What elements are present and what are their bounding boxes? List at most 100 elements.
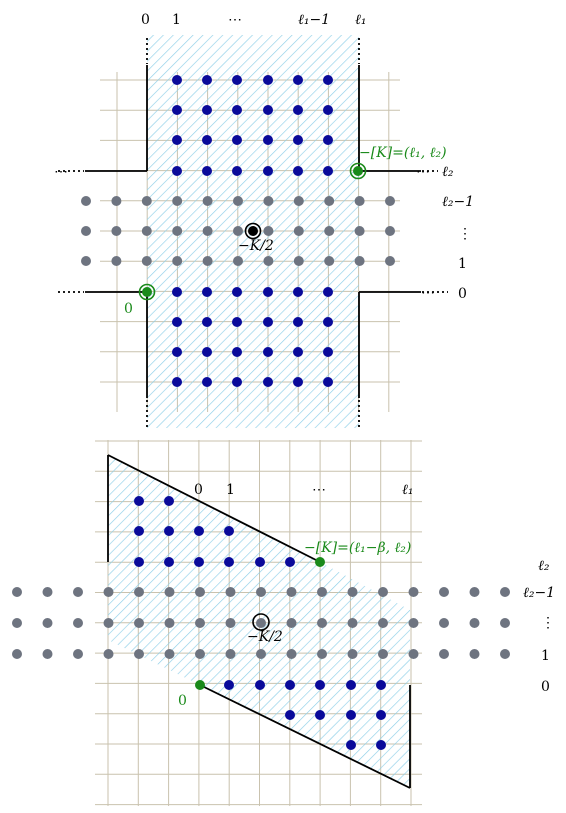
blue-lattice-point: [255, 557, 265, 567]
blue-lattice-point: [323, 135, 333, 145]
blue-lattice-point: [346, 740, 356, 750]
gray-lattice-point: [439, 587, 449, 597]
gray-lattice-point: [134, 649, 144, 659]
bottom-row-label-vdots: ⋮: [541, 615, 555, 631]
gray-lattice-point: [469, 649, 480, 659]
gray-lattice-point: [408, 649, 419, 659]
gray-lattice-point: [42, 649, 53, 659]
gray-lattice-point: [256, 587, 266, 597]
gray-lattice-point: [408, 618, 419, 628]
top-labels: 0 1 ⋯ ℓ₁−1 ℓ₁ −[K]=(ℓ₁, ℓ₂) ⋯ ℓ₂ ℓ₂−1 ⋮ …: [54, 12, 474, 317]
gray-lattice-point: [202, 256, 213, 266]
blue-lattice-point: [202, 135, 212, 145]
bottom-row-label-1: 1: [541, 648, 550, 664]
blue-lattice-point: [315, 680, 325, 690]
gray-lattice-point: [500, 587, 510, 597]
top-special-points: [138, 162, 367, 301]
blue-lattice-point: [323, 75, 333, 85]
gray-lattice-point: [233, 196, 243, 206]
blue-lattice-point: [134, 496, 144, 506]
top-row-label-vdots: ⋮: [458, 226, 472, 242]
gray-lattice-point: [408, 587, 419, 597]
gray-lattice-point: [263, 256, 274, 266]
bottom-origin-label: 0: [178, 693, 187, 709]
blue-lattice-point: [263, 317, 273, 327]
blue-lattice-point: [172, 135, 182, 145]
blue-lattice-point: [172, 377, 182, 387]
bottom-col-label-1: 1: [226, 482, 235, 498]
blue-lattice-point: [232, 105, 242, 115]
gray-lattice-point: [141, 226, 152, 236]
bottom-row-label-0: 0: [541, 679, 550, 695]
blue-lattice-point: [376, 680, 386, 690]
blue-lattice-point: [263, 75, 273, 85]
blue-lattice-point: [323, 166, 333, 176]
gray-lattice-point: [286, 587, 297, 597]
blue-lattice-point: [202, 75, 212, 85]
gray-lattice-point: [439, 649, 449, 659]
gray-lattice-point: [141, 256, 152, 266]
gray-lattice-point: [103, 649, 114, 659]
blue-lattice-point: [285, 680, 295, 690]
gray-lattice-point: [134, 618, 144, 628]
gray-lattice-point: [164, 649, 175, 659]
blue-lattice-point: [232, 166, 242, 176]
gray-lattice-point: [111, 256, 122, 266]
gray-lattice-point: [500, 649, 510, 659]
top-row-label-1: 1: [458, 256, 467, 272]
top-lattice-points: [81, 75, 395, 387]
blue-lattice-point: [293, 287, 303, 297]
gray-lattice-point: [42, 618, 53, 628]
gray-lattice-point: [347, 587, 358, 597]
gray-lattice-point: [81, 256, 91, 266]
gray-lattice-point: [134, 587, 144, 597]
blue-lattice-point: [376, 710, 386, 720]
gray-lattice-point: [164, 587, 175, 597]
blue-lattice-point: [293, 317, 303, 327]
top-right-dots-lower: ⋯: [421, 285, 435, 301]
top-center-point: [244, 222, 262, 240]
blue-lattice-point: [232, 75, 242, 85]
bottom-lattice-points: [12, 496, 510, 750]
top-origin-point: [138, 283, 156, 301]
top-k-point-label: −[K]=(ℓ₁, ℓ₂): [359, 145, 447, 161]
blue-lattice-point: [293, 166, 303, 176]
gray-lattice-point: [12, 649, 22, 659]
blue-lattice-point: [376, 740, 386, 750]
top-center-label: −K/2: [238, 238, 274, 254]
blue-lattice-point: [172, 317, 182, 327]
bottom-col-label-0: 0: [194, 482, 203, 498]
blue-lattice-point: [194, 557, 204, 567]
gray-lattice-point: [263, 226, 274, 236]
gray-lattice-point: [172, 196, 183, 206]
blue-lattice-point: [323, 377, 333, 387]
gray-lattice-point: [293, 256, 304, 266]
gray-lattice-point: [81, 196, 91, 206]
gray-lattice-point: [225, 649, 236, 659]
gray-lattice-point: [385, 196, 395, 206]
gray-lattice-point: [256, 649, 266, 659]
blue-lattice-point: [346, 680, 356, 690]
bottom-col-label-l1: ℓ₁: [402, 482, 413, 498]
blue-lattice-point: [293, 135, 303, 145]
blue-lattice-point: [232, 347, 242, 357]
gray-lattice-point: [73, 649, 83, 659]
top-k-point: [349, 162, 367, 180]
blue-lattice-point: [164, 557, 174, 567]
gray-lattice-point: [293, 226, 304, 236]
gray-lattice-point: [293, 196, 304, 206]
gray-lattice-point: [378, 618, 388, 628]
blue-lattice-point: [164, 496, 174, 506]
bottom-labels: 0 1 ⋯ ℓ₁ −[K]=(ℓ₁−β, ℓ₂) ℓ₂ ℓ₂−1 ⋮ 1 0 −…: [178, 482, 555, 709]
blue-lattice-point: [172, 105, 182, 115]
gray-lattice-point: [347, 649, 358, 659]
bottom-outline: [107, 454, 411, 789]
blue-lattice-point: [202, 105, 212, 115]
gray-lattice-point: [378, 649, 388, 659]
blue-lattice-point: [232, 135, 242, 145]
gray-lattice-point: [500, 618, 510, 628]
gray-lattice-point: [164, 618, 175, 628]
blue-lattice-point: [164, 526, 174, 536]
